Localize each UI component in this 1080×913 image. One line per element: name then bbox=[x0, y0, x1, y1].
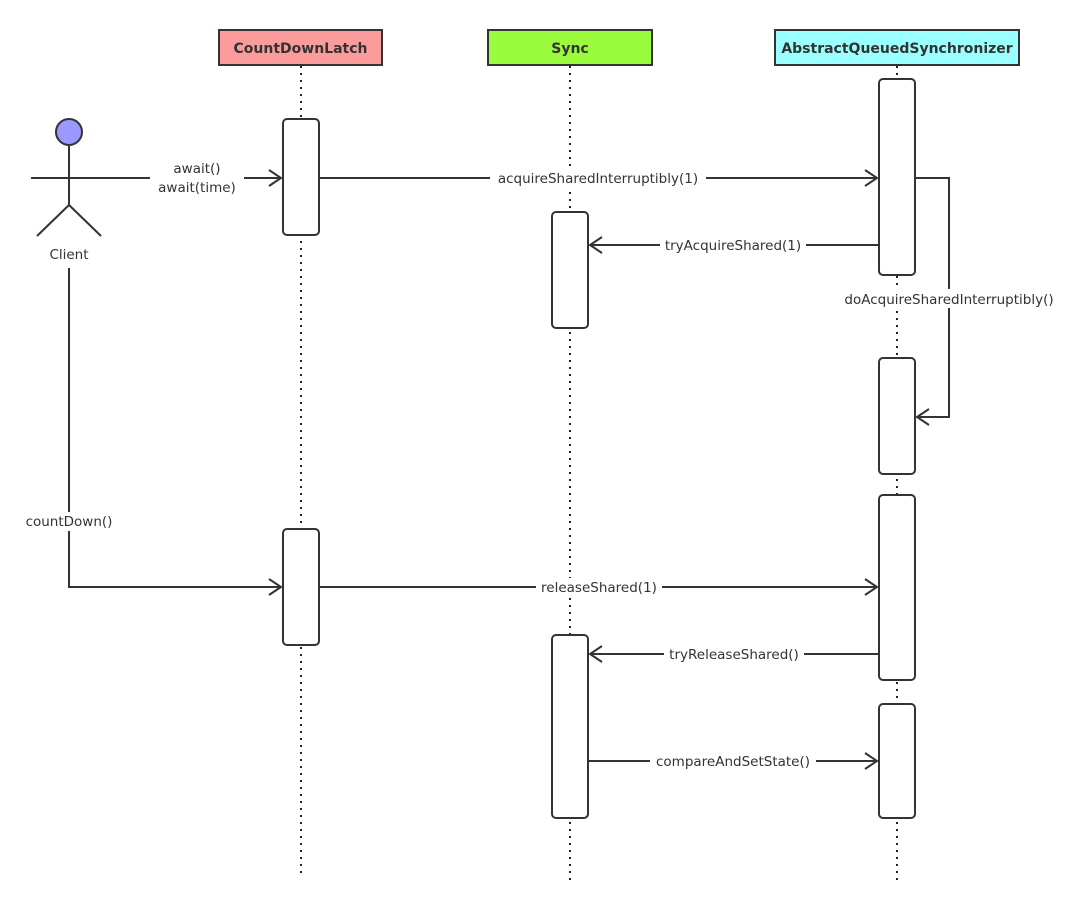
message-await: await() await(time) bbox=[108, 158, 283, 196]
message-count-down-arrowhead bbox=[268, 578, 283, 596]
activation-aqs-3 bbox=[878, 494, 916, 681]
message-try-release-shared: tryReleaseShared() bbox=[588, 645, 879, 663]
message-acquire-shared-interruptibly: acquireSharedInterruptibly(1) bbox=[319, 169, 879, 187]
activation-sync-1 bbox=[551, 211, 589, 329]
participant-countdownlatch: CountDownLatch bbox=[218, 29, 383, 66]
message-do-acquire-shared-interruptibly-label: doAcquireSharedInterruptibly() bbox=[844, 292, 1053, 308]
message-do-acquire-shared-interruptibly: doAcquireSharedInterruptibly() bbox=[836, 177, 1062, 426]
activation-countdownlatch-1 bbox=[282, 118, 320, 236]
activation-aqs-2 bbox=[878, 357, 916, 475]
client-countdown-path bbox=[68, 268, 281, 588]
message-compare-and-set-state: compareAndSetState() bbox=[588, 752, 879, 770]
message-await-label-2: await(time) bbox=[158, 180, 236, 196]
participant-countdownlatch-label: CountDownLatch bbox=[234, 41, 368, 57]
message-acquire-shared-interruptibly-label: acquireSharedInterruptibly(1) bbox=[498, 171, 698, 187]
participant-aqs: AbstractQueuedSynchronizer bbox=[774, 29, 1020, 66]
participant-sync: Sync bbox=[487, 29, 653, 66]
message-try-release-shared-label: tryReleaseShared() bbox=[669, 647, 799, 663]
actor-label: Client bbox=[49, 247, 88, 263]
activation-aqs-1 bbox=[878, 78, 916, 276]
activation-countdownlatch-2 bbox=[282, 528, 320, 646]
message-count-down-label: countDown() bbox=[26, 514, 113, 530]
participant-sync-label: Sync bbox=[551, 41, 588, 57]
participant-aqs-label: AbstractQueuedSynchronizer bbox=[781, 41, 1012, 57]
message-compare-and-set-state-label: compareAndSetState() bbox=[656, 754, 810, 770]
message-try-acquire-shared: tryAcquireShared(1) bbox=[588, 236, 879, 254]
message-try-acquire-shared-label: tryAcquireShared(1) bbox=[665, 238, 801, 254]
activation-aqs-4 bbox=[878, 703, 916, 819]
stick-figure-actor-icon bbox=[31, 118, 108, 237]
message-release-shared-label: releaseShared(1) bbox=[541, 580, 657, 596]
activation-sync-2 bbox=[551, 634, 589, 819]
message-await-label-1: await() bbox=[173, 161, 220, 177]
message-release-shared: releaseShared(1) bbox=[319, 578, 879, 596]
